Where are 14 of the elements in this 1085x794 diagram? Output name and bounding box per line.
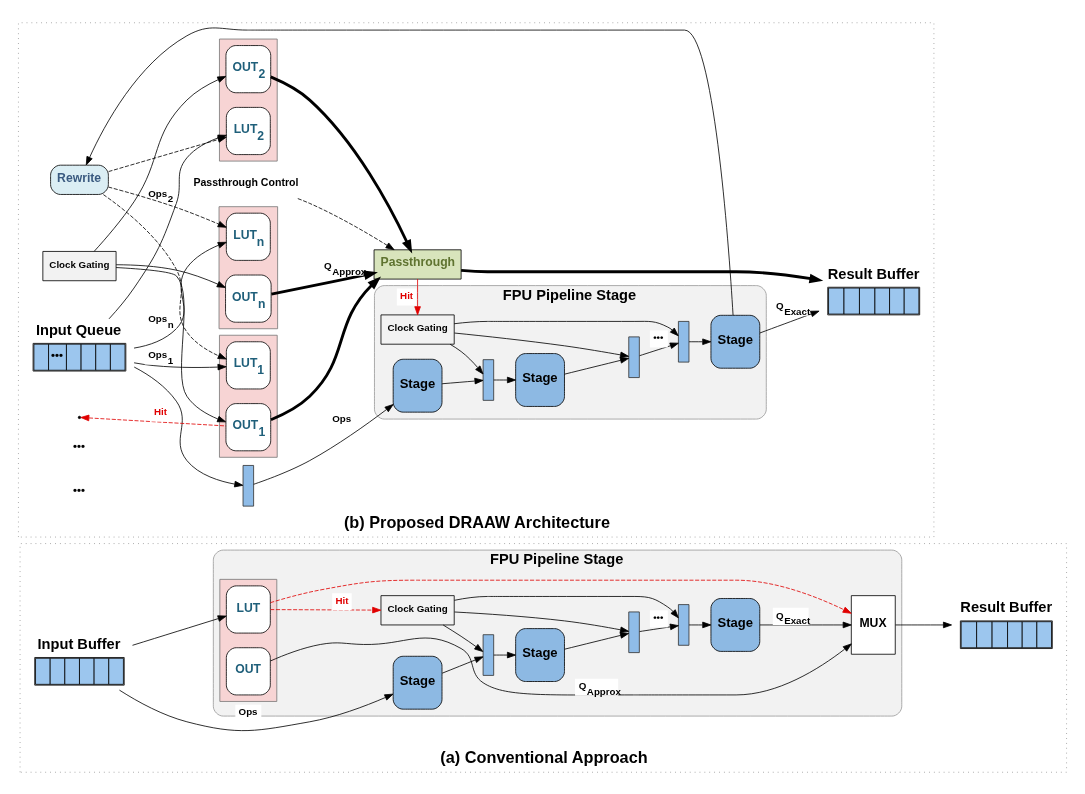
node-text: Passthrough Control bbox=[193, 175, 299, 188]
node-label: Input Buffer bbox=[37, 635, 121, 652]
edge-label: Ops bbox=[238, 705, 258, 717]
edge-label: ••• bbox=[653, 611, 664, 623]
edge-label: Hit bbox=[335, 594, 349, 606]
edge-label: Hit bbox=[153, 405, 167, 417]
node-label: Input Queue bbox=[35, 321, 122, 338]
label: ••• bbox=[72, 483, 85, 496]
node-label: Result Buffer bbox=[827, 265, 920, 282]
label: ••• bbox=[72, 439, 85, 452]
edge-label: Ops bbox=[332, 412, 352, 424]
edge-label: Hit bbox=[400, 289, 414, 301]
edge-label: ••• bbox=[653, 331, 664, 343]
node-label: Result Buffer bbox=[960, 598, 1053, 615]
